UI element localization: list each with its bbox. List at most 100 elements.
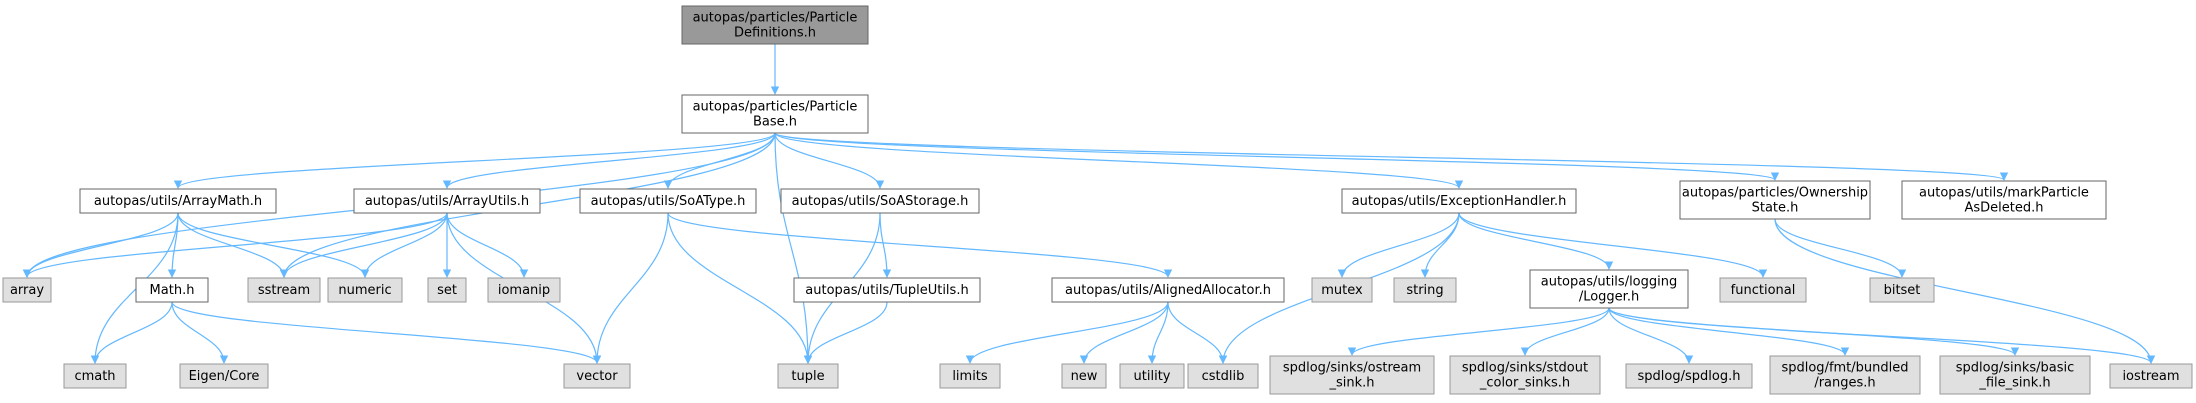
node-utility-label-0: utility	[1134, 369, 1171, 384]
edge-arrmath-to-mathh	[167, 212, 179, 278]
edge-base-to-arrmath	[173, 132, 776, 189]
node-base-label-0: autopas/particles/Particle	[693, 100, 858, 115]
node-arrutils[interactable]: autopas/utils/ArrayUtils.h	[353, 188, 541, 214]
node-tupleutils-box	[793, 277, 981, 303]
edge-base-to-owner	[774, 132, 1779, 181]
edge-logger-to-spdlog	[1608, 307, 1694, 364]
node-numeric-box	[327, 277, 403, 303]
node-arrmath-label-0: autopas/utils/ArrayMath.h	[94, 194, 262, 209]
node-iomanip: iomanip	[487, 277, 561, 303]
edge-arrmath-to-array	[22, 212, 179, 278]
node-ostream-box	[1269, 355, 1435, 395]
node-spdlog-box	[1625, 363, 1753, 389]
edge-exc-to-logger	[1458, 212, 1614, 270]
node-functional-box	[1719, 277, 1807, 303]
node-logger[interactable]: autopas/utils/logging/Logger.h	[1529, 269, 1689, 309]
node-mark-label-1: AsDeleted.h	[1964, 201, 2043, 216]
edge-aligned-to-new	[1079, 301, 1169, 364]
node-arrutils-box	[353, 188, 541, 214]
node-ostream-label-0: spdlog/sinks/ostream	[1283, 361, 1421, 376]
node-eigen-label-0: Eigen/Core	[189, 369, 260, 384]
node-tupleutils-label-0: autopas/utils/TupleUtils.h	[805, 283, 968, 298]
node-exc[interactable]: autopas/utils/ExceptionHandler.h	[1341, 188, 1577, 214]
node-soatype[interactable]: autopas/utils/SoAType.h	[579, 188, 757, 214]
node-basicfile: spdlog/sinks/basic_file_sink.h	[1939, 355, 2091, 395]
node-iomanip-label-0: iomanip	[498, 283, 550, 298]
node-cstdlib-box	[1187, 363, 1259, 389]
edge-aligned-to-cstdlib	[1167, 301, 1228, 364]
node-limits: limits	[939, 363, 1001, 389]
node-soastorage[interactable]: autopas/utils/SoAStorage.h	[780, 188, 980, 214]
edge-base-to-soastorage	[774, 132, 885, 189]
node-mark-label-0: autopas/utils/markParticle	[1919, 186, 2089, 201]
node-spdlog-label-0: spdlog/spdlog.h	[1638, 369, 1741, 384]
node-functional: functional	[1719, 277, 1807, 303]
node-stdout-label-1: _color_sinks.h	[1479, 376, 1570, 391]
node-arrutils-label-0: autopas/utils/ArrayUtils.h	[365, 194, 529, 209]
node-new: new	[1061, 363, 1107, 389]
node-iostream-label-0: iostream	[2122, 369, 2179, 384]
edge-exc-to-functional	[1458, 212, 1768, 278]
edge-base-to-mark	[774, 132, 2008, 181]
node-array-label-0: array	[10, 283, 44, 298]
node-new-box	[1061, 363, 1107, 389]
node-spdlog: spdlog/spdlog.h	[1625, 363, 1753, 389]
edge-arrutils-to-numeric	[360, 212, 448, 278]
edge-exc-to-mutex	[1337, 212, 1460, 278]
node-limits-box	[939, 363, 1001, 389]
node-utility-box	[1119, 363, 1185, 389]
node-cstdlib: cstdlib	[1187, 363, 1259, 389]
node-limits-label-0: limits	[952, 369, 988, 384]
node-numeric: numeric	[327, 277, 403, 303]
node-arrmath-box	[79, 188, 277, 214]
node-stdout-box	[1449, 355, 1601, 395]
node-aligned[interactable]: autopas/utils/AlignedAllocator.h	[1051, 277, 1285, 303]
node-base-box	[681, 94, 869, 134]
edge-arrmath-to-numeric	[177, 212, 370, 278]
edge-soatype-to-vector	[592, 212, 669, 364]
node-owner-box	[1679, 180, 1871, 220]
node-basicfile-label-0: spdlog/sinks/basic	[1956, 361, 2075, 376]
node-vector-label-0: vector	[576, 369, 618, 384]
node-tupleutils[interactable]: autopas/utils/TupleUtils.h	[793, 277, 981, 303]
node-bitset-box	[1869, 277, 1935, 303]
node-soatype-box	[579, 188, 757, 214]
node-logger-box	[1529, 269, 1689, 309]
node-arrmath[interactable]: autopas/utils/ArrayMath.h	[79, 188, 277, 214]
node-set-label-0: set	[437, 283, 457, 298]
node-ranges-box	[1769, 355, 1921, 395]
node-aligned-box	[1051, 277, 1285, 303]
edge-base-to-exc	[774, 132, 1463, 189]
node-owner-label-0: autopas/particles/Ownership	[1682, 186, 1868, 201]
node-sstream-label-0: sstream	[258, 283, 310, 298]
node-sstream-box	[247, 277, 321, 303]
node-bitset: bitset	[1869, 277, 1935, 303]
node-string-box	[1393, 277, 1457, 303]
node-basicfile-box	[1939, 355, 2091, 395]
edge-logger-to-iostream	[1608, 307, 2156, 364]
node-basicfile-label-1: _file_sink.h	[1978, 376, 2050, 391]
node-mathh-label-0: Math.h	[150, 283, 195, 298]
node-set: set	[427, 277, 467, 303]
node-tuple-label-0: tuple	[791, 369, 824, 384]
edge-base-to-tuple	[774, 132, 813, 364]
edge-owner-to-bitset	[1774, 218, 1907, 278]
node-cmath-box	[63, 363, 127, 389]
node-eigen: Eigen/Core	[179, 363, 269, 389]
node-mutex-box	[1311, 277, 1373, 303]
node-utility: utility	[1119, 363, 1185, 389]
node-defs-box	[681, 5, 869, 45]
node-logger-label-1: /Logger.h	[1579, 290, 1639, 305]
node-numeric-label-0: numeric	[338, 283, 391, 298]
node-mathh[interactable]: Math.h	[135, 277, 209, 303]
node-vector: vector	[563, 363, 631, 389]
node-ranges-label-1: /ranges.h	[1814, 376, 1875, 391]
edge-logger-to-ostream	[1347, 307, 1610, 356]
node-mutex-label-0: mutex	[1321, 283, 1363, 298]
node-logger-label-0: autopas/utils/logging	[1541, 275, 1678, 290]
node-string-label-0: string	[1406, 283, 1443, 298]
